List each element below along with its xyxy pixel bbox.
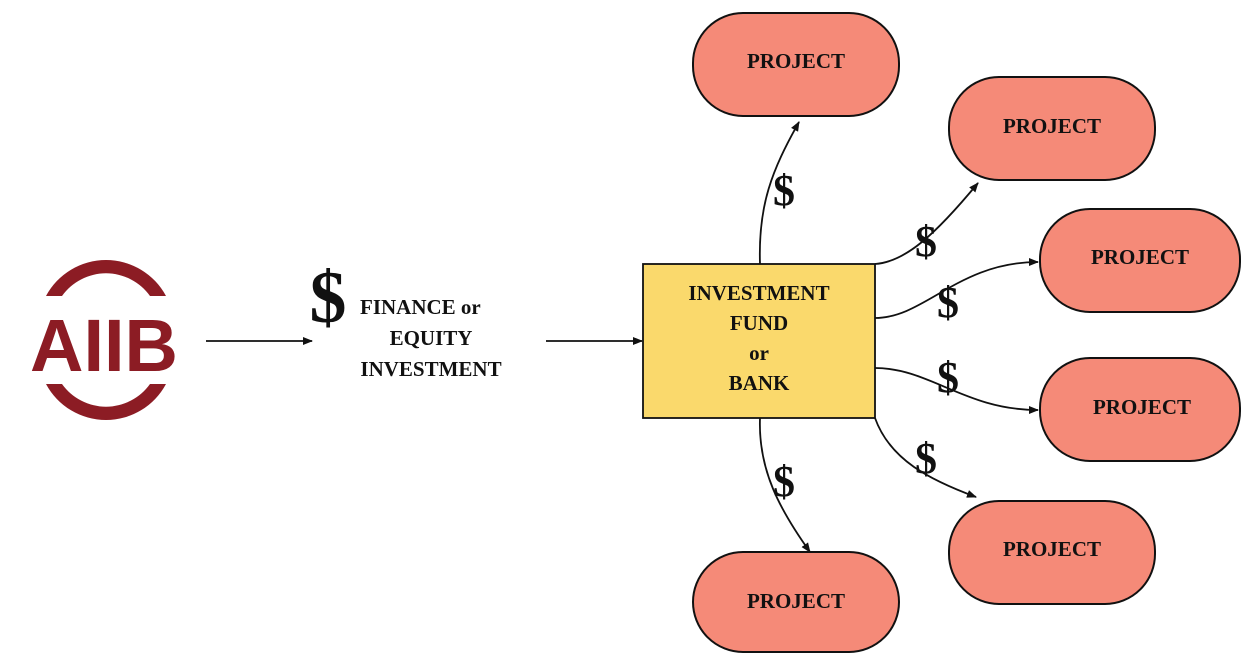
project-node-shape bbox=[948, 500, 1156, 605]
project-node-top: PROJECT bbox=[692, 12, 900, 117]
project-label: PROJECT bbox=[1003, 114, 1101, 138]
project-label: PROJECT bbox=[747, 589, 845, 613]
fund-line3: or bbox=[749, 341, 769, 365]
project-node-lower-right: PROJECT bbox=[948, 500, 1156, 605]
logo-top-arc bbox=[46, 260, 166, 296]
project-node-shape bbox=[692, 551, 900, 653]
project-node-right-upper: PROJECT bbox=[1039, 208, 1241, 313]
flow-dollar-icon: $ bbox=[915, 434, 937, 483]
project-label: PROJECT bbox=[1003, 537, 1101, 561]
flow-dollar-icon: $ bbox=[937, 353, 959, 402]
fund-line4: BANK bbox=[729, 371, 790, 395]
flow-arrow-bottom bbox=[759, 417, 811, 553]
project-node-shape bbox=[1039, 208, 1241, 313]
finance-label: $ FINANCE or EQUITY INVESTMENT bbox=[310, 257, 502, 381]
project-label: PROJECT bbox=[747, 49, 845, 73]
finance-label-line1: FINANCE or bbox=[360, 295, 481, 319]
flow-dollar-icon: $ bbox=[773, 166, 795, 215]
flow-dollar-icon: $ bbox=[915, 217, 937, 266]
project-label: PROJECT bbox=[1091, 245, 1189, 269]
fund-line2: FUND bbox=[730, 311, 788, 335]
flow-arrow-upper-right bbox=[874, 182, 979, 265]
project-label: PROJECT bbox=[1093, 395, 1191, 419]
flow-arrow-top bbox=[758, 121, 800, 265]
project-node-shape bbox=[692, 12, 900, 117]
finance-dollar-icon: $ bbox=[310, 257, 347, 339]
project-node-shape bbox=[948, 76, 1156, 181]
finance-label-line3: INVESTMENT bbox=[360, 357, 501, 381]
logo-bottom-arc bbox=[46, 384, 166, 420]
aiib-logo: AIIB bbox=[30, 260, 178, 420]
project-node-bottom: PROJECT bbox=[692, 551, 900, 653]
flow-arrow-right-lower bbox=[874, 367, 1039, 414]
flow-arrow-right-upper bbox=[874, 258, 1039, 319]
flow-dollar-signs: $ $ $ $ $ $ bbox=[773, 166, 959, 506]
flow-arrow-lower-right bbox=[874, 417, 977, 498]
logo-text: AIIB bbox=[30, 304, 178, 387]
flow-dollar-icon: $ bbox=[773, 457, 795, 506]
project-node-right-lower: PROJECT bbox=[1039, 357, 1241, 462]
flow-dollar-icon: $ bbox=[937, 278, 959, 327]
project-node-upper-right: PROJECT bbox=[948, 76, 1156, 181]
fund-line1: INVESTMENT bbox=[688, 281, 829, 305]
finance-label-line2: EQUITY bbox=[390, 326, 473, 350]
fund-box-shape bbox=[642, 263, 876, 419]
project-node-shape bbox=[1039, 357, 1241, 462]
investment-fund-box: INVESTMENT FUND or BANK bbox=[642, 263, 876, 419]
flow-arrows bbox=[758, 121, 1039, 553]
